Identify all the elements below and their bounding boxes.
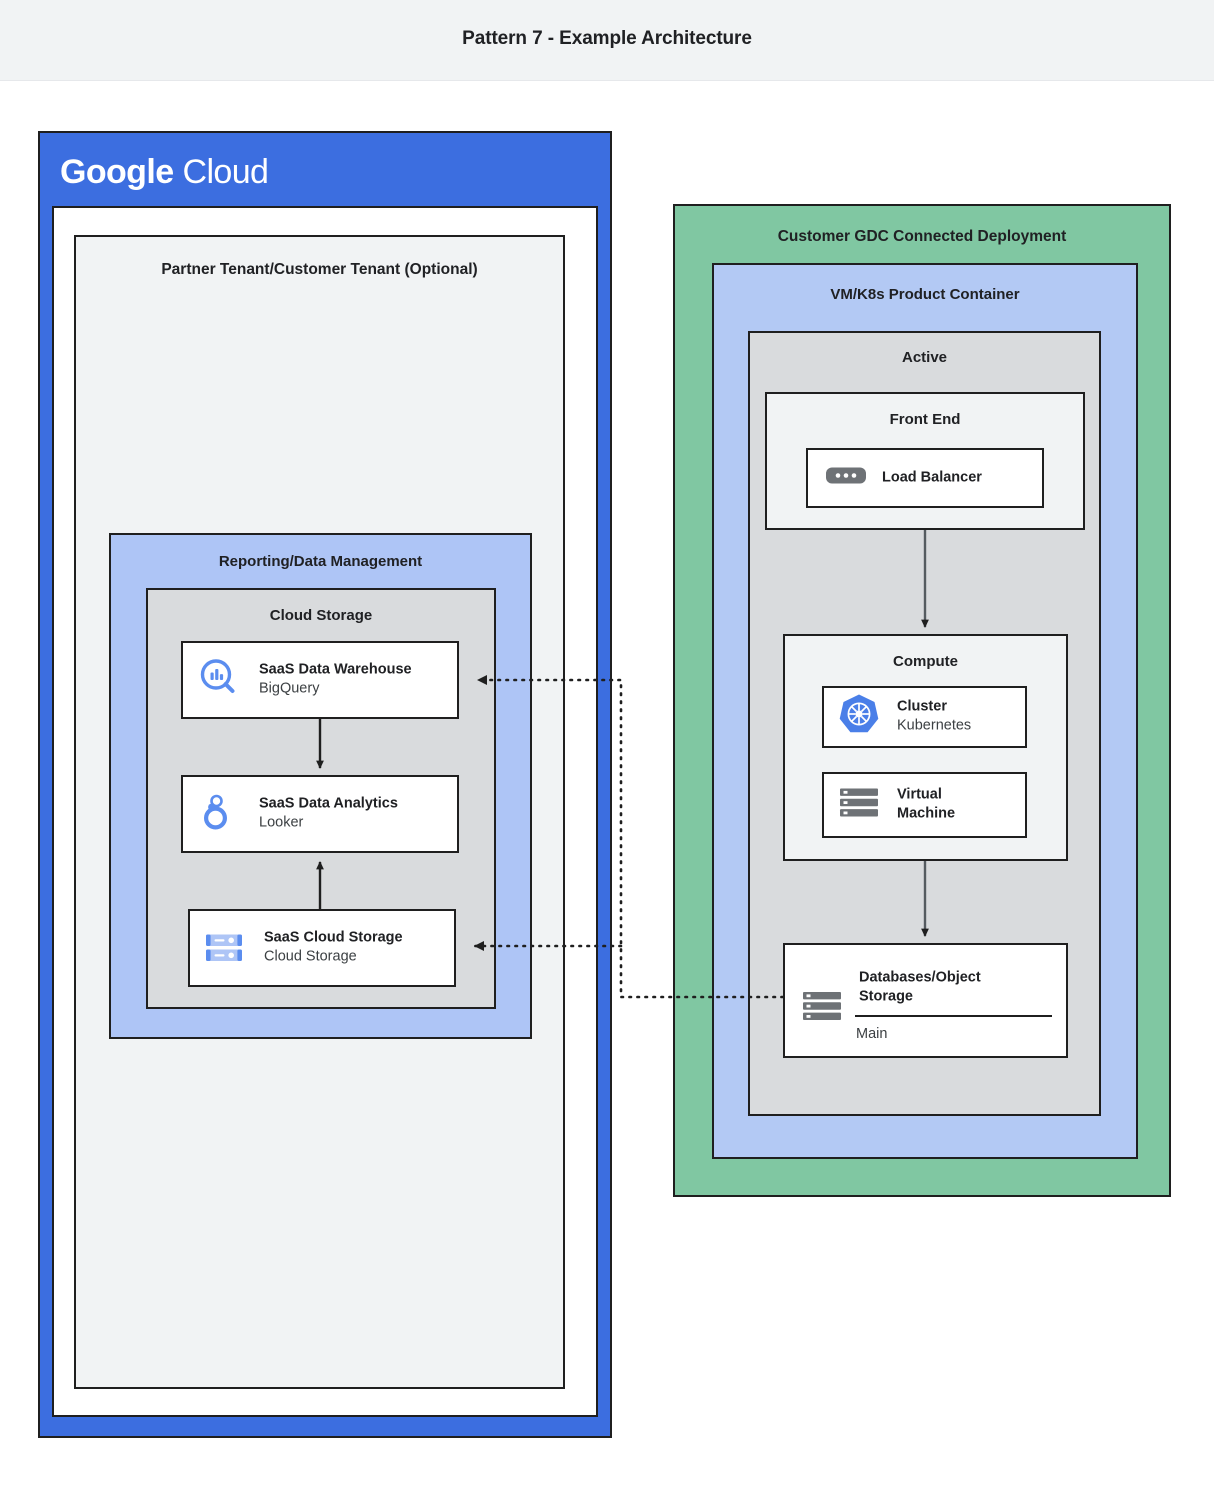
node-title: Virtual Machine	[897, 786, 956, 822]
load-balancer-icon	[826, 465, 866, 492]
database-storage-icon	[799, 987, 845, 1034]
node-title: Cluster	[897, 698, 947, 715]
customer-gdc-deployment-title: Customer GDC Connected Deployment	[777, 228, 1067, 245]
header-bar: Pattern 7 - Example Architecture	[0, 0, 1214, 81]
node-databases-object-storage-text: Databases/Object Storage	[859, 969, 981, 1008]
node-subtitle: BigQuery	[259, 681, 320, 697]
virtual-machine-icon	[836, 782, 882, 829]
cloud-storage-group-title: Cloud Storage	[269, 607, 373, 624]
kubernetes-icon	[836, 692, 882, 743]
node-title: SaaS Data Analytics	[259, 795, 398, 812]
active-group-title: Active	[901, 349, 948, 366]
front-end-group-title: Front End	[889, 411, 961, 428]
node-saas-data-warehouse-text: SaaS Data Warehouse BigQuery	[259, 661, 412, 700]
node-saas-data-analytics[interactable]: SaaS Data Analytics Looker	[181, 775, 459, 853]
logo-cloud-text: Cloud	[182, 152, 269, 191]
page-title: Pattern 7 - Example Architecture	[462, 28, 752, 49]
node-title: Databases/Object Storage	[859, 969, 981, 1005]
node-saas-cloud-storage[interactable]: SaaS Cloud Storage Cloud Storage	[188, 909, 456, 987]
cloud-storage-icon	[201, 924, 247, 973]
looker-icon	[197, 790, 241, 839]
node-title: SaaS Data Warehouse	[259, 661, 412, 678]
node-subtitle: Kubernetes	[897, 718, 972, 734]
partner-tenant-title: Partner Tenant/Customer Tenant (Optional…	[161, 261, 478, 278]
compute-group-title: Compute	[893, 653, 958, 670]
logo-google-text: Google	[60, 152, 174, 191]
reporting-title: Reporting/Data Management	[218, 553, 423, 570]
node-saas-cloud-storage-text: SaaS Cloud Storage Cloud Storage	[264, 929, 403, 968]
node-subtitle: Cloud Storage	[264, 949, 357, 965]
node-load-balancer[interactable]: Load Balancer	[806, 448, 1044, 508]
vm-k8s-product-container-title: VM/K8s Product Container	[830, 286, 1020, 303]
node-database-footer: Main	[856, 1026, 888, 1042]
google-cloud-logo: Google Cloud	[60, 150, 269, 194]
node-saas-data-warehouse[interactable]: SaaS Data Warehouse BigQuery	[181, 641, 459, 719]
node-title: Load Balancer	[882, 469, 982, 486]
node-databases-object-storage[interactable]: Databases/Object Storage Main	[783, 943, 1068, 1058]
node-virtual-machine-text: Virtual Machine	[897, 786, 955, 825]
node-title: SaaS Cloud Storage	[264, 929, 403, 946]
node-virtual-machine[interactable]: Virtual Machine	[822, 772, 1027, 838]
node-cluster-kubernetes[interactable]: Cluster Kubernetes	[822, 686, 1027, 748]
node-subtitle: Looker	[259, 815, 304, 831]
node-divider	[855, 1015, 1052, 1017]
node-saas-data-analytics-text: SaaS Data Analytics Looker	[259, 795, 398, 834]
bigquery-icon	[197, 656, 241, 705]
node-load-balancer-text: Load Balancer	[882, 468, 982, 487]
node-cluster-kubernetes-text: Cluster Kubernetes	[897, 698, 971, 737]
